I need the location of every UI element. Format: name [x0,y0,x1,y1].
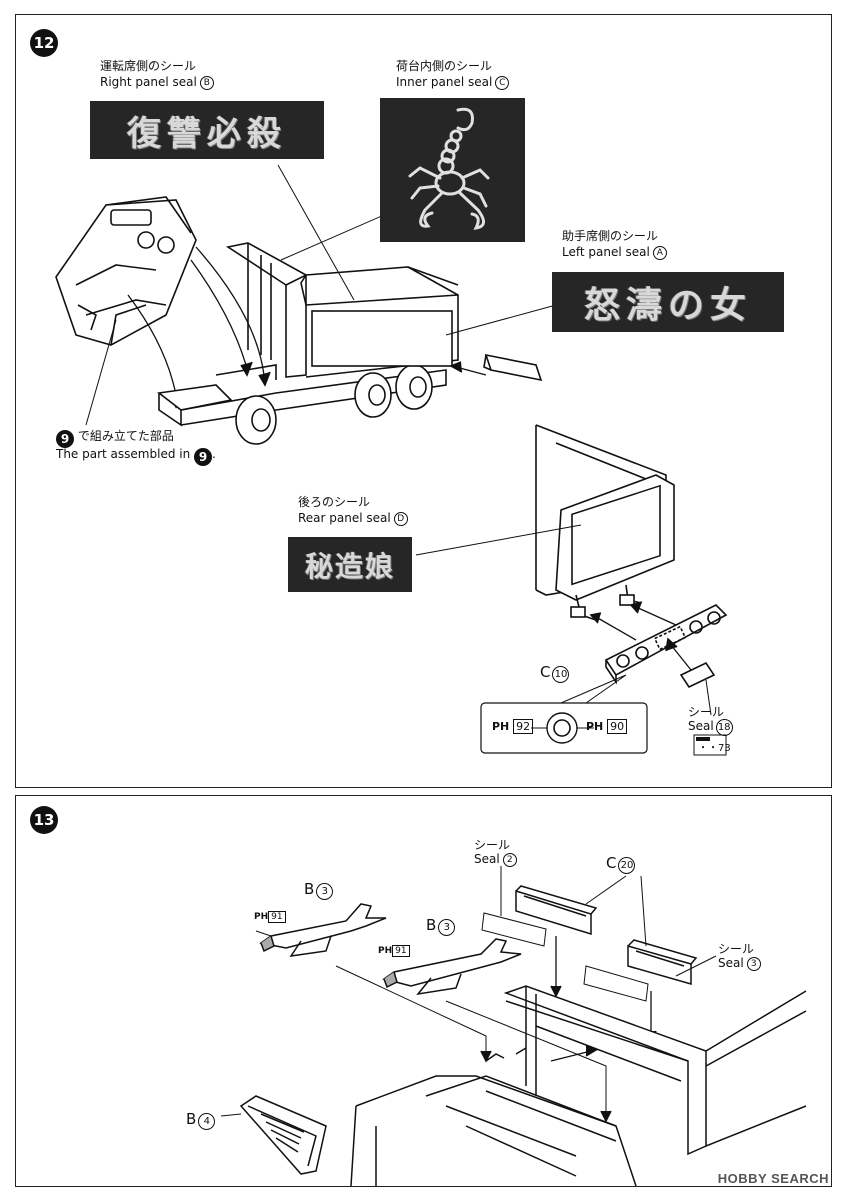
inner-seal-label-jp: 荷台内側のシール [396,59,493,73]
paint-code-left: PH 92 [492,719,534,734]
step-13-drawing [220,866,807,1187]
truck-cab-top [350,1047,637,1187]
rear-seal-label-jp: 後ろのシール [298,495,371,509]
dump-bed-part [225,242,459,378]
seal-18-label-jp: シール [688,705,725,719]
right-seal-label-jp: 運転席側のシール [100,59,197,73]
rear-seal-mark: D [393,512,408,526]
grille-b4 [239,1095,327,1175]
truck-bed-top [503,985,807,1156]
missile-b3-right [382,938,522,996]
step-number-12: 12 [30,29,58,57]
step-13-panel: 13 [15,795,832,1187]
license-plate-text: ・・73 [698,743,731,754]
assembled-note-en: The part assembled in 9. [56,447,216,466]
right-seal-art: 復讐必殺 [90,101,324,159]
watermark-logo: HOBBY SEARCH [717,1171,829,1186]
rear-view-part [535,424,728,689]
rear-seal-art: 秘造娘 [288,537,412,592]
seal-3-label-jp: シール [718,942,755,956]
paint-code-right: PH 90 [586,719,628,734]
assembled-note-jp: 9 で組み立てた部品 [56,429,174,448]
left-seal-art: 怒濤の女 [552,272,784,332]
scorpion-icon [408,107,490,230]
left-seal-mark: A [652,246,667,260]
seal-2-label-jp: シール [474,838,511,852]
inner-seal-mark: C [495,76,510,90]
chassis-part [157,364,447,445]
left-seal-label-jp: 助手席側のシール [562,229,659,243]
missile-b3-left [259,903,387,957]
step-12-drawing [55,164,728,756]
step-12-panel: 12 [15,14,832,788]
cab-part [55,196,197,346]
inner-seal-art [380,98,525,242]
right-seal-mark: B [199,76,214,90]
step-number-13: 13 [30,806,58,834]
